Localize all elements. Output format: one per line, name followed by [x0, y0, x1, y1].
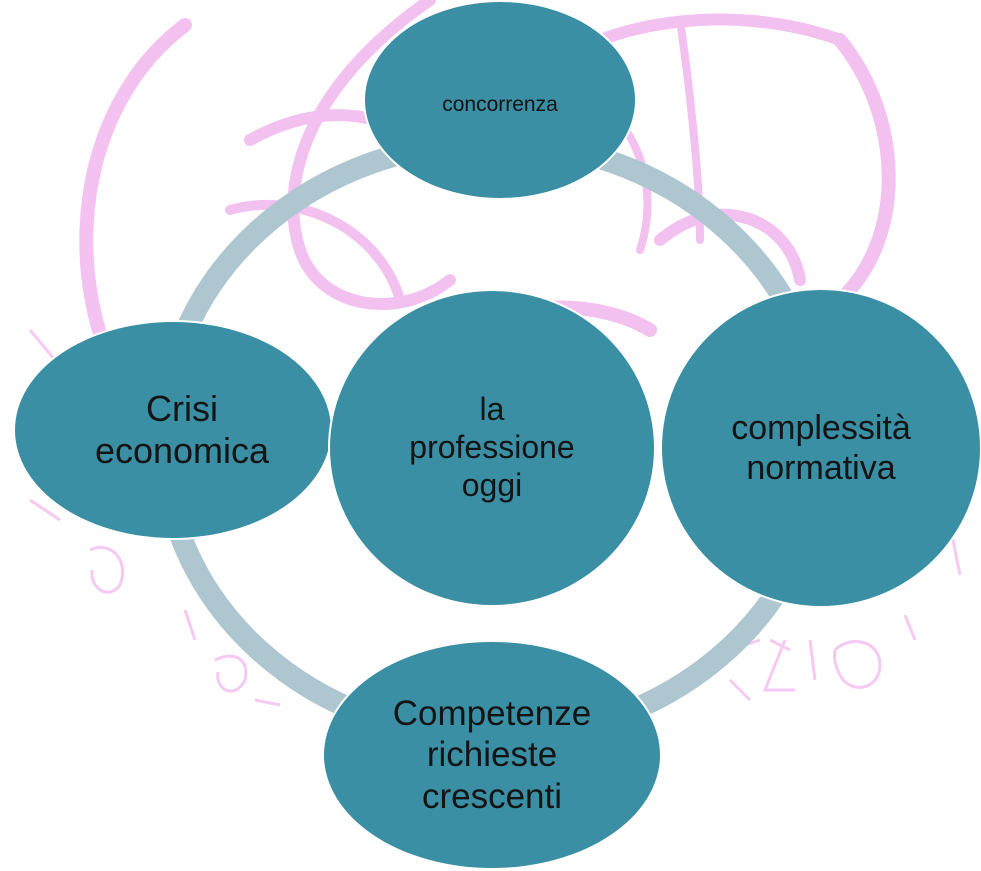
node-competenze-label: Competenze richieste crescenti [392, 694, 592, 816]
node-concorrenza: concorrenza [363, 0, 637, 200]
node-concorrenza-label: concorrenza [442, 92, 558, 116]
node-crisi-economica-label: Crisi economica [94, 387, 270, 471]
node-competenze-richieste-crescenti: Competenze richieste crescenti [322, 640, 662, 870]
node-complessita-normativa: complessità normativa [660, 288, 981, 608]
node-center-la-professione-oggi: la professione oggi [328, 289, 656, 607]
node-crisi-economica: Crisi economica [13, 320, 333, 540]
node-complessita-normativa-label: complessità normativa [731, 408, 911, 487]
node-center-label: la professione oggi [409, 391, 575, 503]
